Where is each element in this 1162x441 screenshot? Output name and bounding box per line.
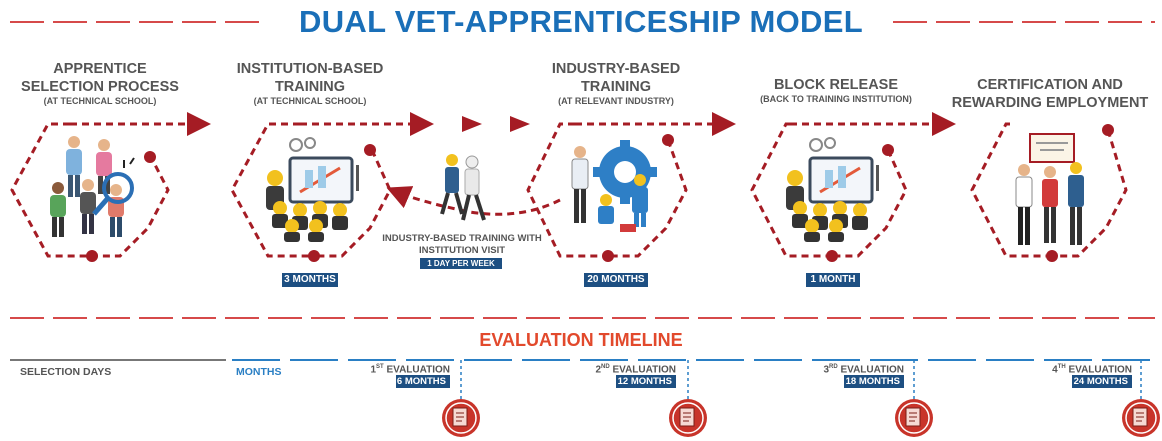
chevron-arrow-b [510, 116, 530, 132]
duration-badge: 20 MONTHS [584, 273, 648, 287]
industry-visit-note: INDUSTRY-BASED TRAINING WITH INSTITUTION… [372, 233, 552, 257]
stage-4: BLOCK RELEASE (BACK TO TRAINING INSTITUT… [736, 76, 936, 104]
evaluation-document-icon [442, 399, 480, 437]
chevron-arrow-a [462, 116, 482, 132]
months-label: MONTHS [236, 366, 282, 378]
evaluation-suffix: ST [376, 364, 384, 370]
hex-dot-4a [882, 144, 894, 156]
stage-subtitle: (AT TECHNICAL SCHOOL) [253, 96, 367, 106]
selection-days-label: SELECTION DAYS [20, 366, 112, 378]
timeline-title: EVALUATION TIMELINE [479, 330, 683, 350]
evaluation-word: EVALUATION [386, 364, 450, 376]
stage-3: INDUSTRY-BASED TRAINING (AT RELEVANT IND… [526, 60, 706, 106]
stage-subtitle: (AT RELEVANT INDUSTRY) [558, 96, 674, 106]
evaluation-word: EVALUATION [840, 364, 904, 376]
stage-hexagon-2 [230, 122, 392, 258]
stage-title-line: CERTIFICATION AND [977, 77, 1123, 93]
evaluation-document-icon [669, 399, 707, 437]
evaluation-3: 3RD EVALUATION 18 MONTHS [794, 364, 904, 389]
gear-mechanic-icon [571, 140, 657, 232]
hex-dot-1a [144, 151, 156, 163]
stage-1: APPRENTICE SELECTION PROCESS (AT TECHNIC… [20, 60, 180, 106]
stage-title-line: TRAINING [580, 79, 652, 95]
return-arrow [386, 186, 561, 216]
evaluation-suffix: RD [829, 364, 838, 370]
classroom-icon [266, 137, 359, 242]
graduates-certificate-icon [1015, 133, 1084, 245]
stage-subtitle: (BACK TO TRAINING INSTITUTION) [760, 94, 912, 104]
evaluation-document-icon [1122, 399, 1160, 437]
stage-title-line: TRAINING [274, 79, 346, 95]
hex-dot-3b [602, 250, 614, 262]
stage-hexagon-4 [750, 122, 908, 258]
frequency-badge: 1 DAY PER WEEK [420, 258, 502, 269]
stage-title-line: BLOCK RELEASE [773, 77, 899, 93]
hex-dot-2b [308, 250, 320, 262]
stage-subtitle: (AT TECHNICAL SCHOOL) [43, 96, 157, 106]
stage-hexagon-1 [10, 122, 170, 258]
stage-title-line: REWARDING EMPLOYMENT [951, 95, 1149, 111]
hex-dot-5b [1046, 250, 1058, 262]
stage-hexagon-3 [526, 122, 688, 258]
evaluation-months-badge: 18 MONTHS [844, 375, 904, 389]
industry-visit-line: INSTITUTION VISIT [418, 245, 506, 256]
evaluation-suffix: TH [1057, 364, 1066, 370]
evaluation-suffix: ND [601, 364, 610, 370]
people-group-icon [50, 136, 124, 237]
evaluation-document-icon [895, 399, 933, 437]
evaluation-ordinal: 3 [823, 364, 830, 376]
stage-title-line: INDUSTRY-BASED [551, 61, 681, 77]
evaluation-2: 2ND EVALUATION 12 MONTHS [566, 364, 676, 389]
stage-title-line: APPRENTICE [53, 61, 147, 77]
hex-dot-1b [86, 250, 98, 262]
stage-title-line: SELECTION PROCESS [21, 79, 179, 95]
hex-dot-4b [826, 250, 838, 262]
evaluation-months-badge: 12 MONTHS [616, 375, 676, 389]
stage-5: CERTIFICATION AND REWARDING EMPLOYMENT [942, 76, 1158, 112]
duration-badge: 3 MONTHS [282, 273, 338, 287]
evaluation-word: EVALUATION [1068, 364, 1132, 376]
evaluation-label: 1ST EVALUATION [340, 364, 450, 375]
evaluation-4: 4TH EVALUATION 24 MONTHS [1022, 364, 1132, 389]
stage-title-line: INSTITUTION-BASED [236, 61, 384, 77]
workers-walking-icon [440, 154, 486, 221]
hex-dot-5a [1102, 124, 1114, 136]
evaluation-1: 1ST EVALUATION 6 MONTHS [340, 364, 450, 389]
evaluation-months-badge: 24 MONTHS [1072, 375, 1132, 389]
evaluation-label: 4TH EVALUATION [1022, 364, 1132, 375]
duration-badge: 1 MONTH [806, 273, 860, 287]
industry-visit-line: INDUSTRY-BASED TRAINING WITH [382, 233, 542, 244]
evaluation-ordinal: 4 [1052, 364, 1058, 376]
evaluation-ordinal: 2 [595, 364, 602, 376]
page-title: DUAL VET-APPRENTICESHIP MODEL [299, 4, 863, 39]
evaluation-drop-lines [460, 360, 1142, 400]
evaluation-months-badge: 6 MONTHS [396, 375, 450, 389]
evaluation-label: 3RD EVALUATION [794, 364, 904, 375]
evaluation-label: 2ND EVALUATION [566, 364, 676, 375]
magnifier-icon [92, 157, 135, 216]
evaluation-word: EVALUATION [612, 364, 676, 376]
stage-2: INSTITUTION-BASED TRAINING (AT TECHNICAL… [220, 60, 400, 106]
hex-dot-3a [662, 134, 674, 146]
hex-dot-2a [364, 144, 376, 156]
classroom-icon [786, 137, 879, 242]
evaluation-ordinal: 1 [370, 364, 377, 376]
stage-hexagon-5 [970, 122, 1128, 258]
